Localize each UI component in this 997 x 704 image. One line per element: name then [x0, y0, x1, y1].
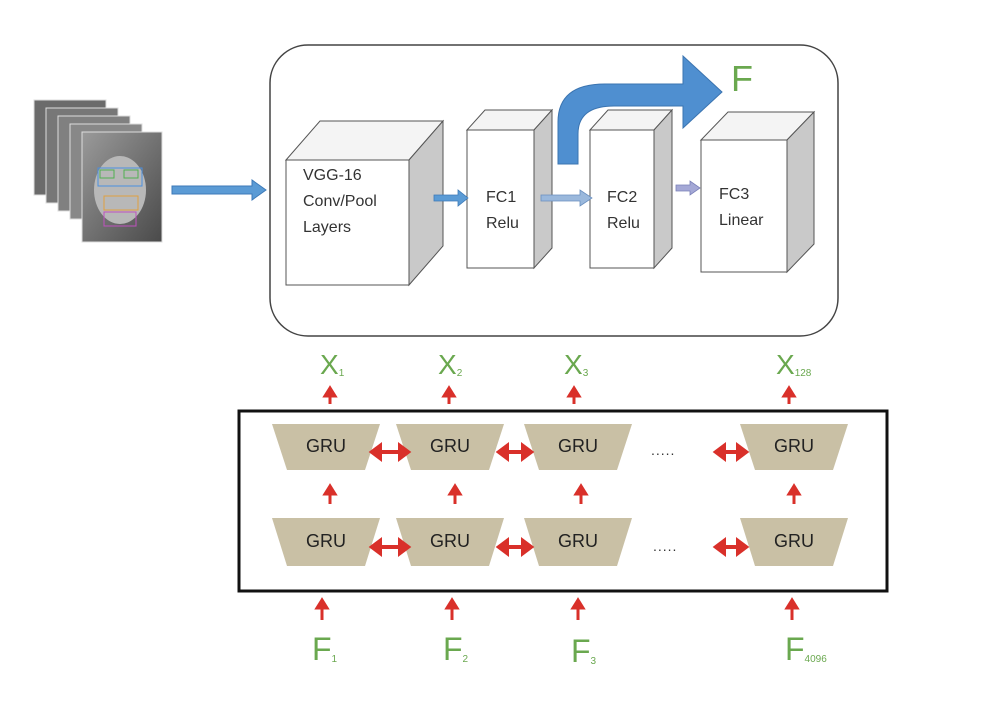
output-x1: X1: [320, 349, 345, 380]
vgg-line-2: Conv/Pool: [303, 193, 377, 210]
output-x2: X2: [438, 349, 463, 380]
gru-ellipsis-top: .....: [651, 442, 676, 458]
fc2-label: FC2 Relu: [607, 185, 640, 237]
gru-cell-1-2: GRU: [430, 436, 470, 456]
gru-row-bottom: [272, 518, 848, 566]
gru-row-top: [272, 424, 848, 470]
vgg-line-1: VGG-16: [303, 167, 362, 184]
fc2-to-fc3-arrow: [675, 180, 701, 196]
vgg-line-3: Layers: [303, 219, 352, 236]
output-x3: X3: [564, 349, 589, 380]
fc1-label: FC1 Relu: [486, 185, 519, 237]
vgg-to-fc1-arrow: [433, 189, 469, 207]
gru-cell-2-4: GRU: [774, 531, 814, 551]
feature-extraction-arrow: [557, 54, 723, 165]
vertical-arrows-input: [314, 597, 800, 620]
output-x128: X128: [776, 349, 812, 380]
feature-output-label: F: [731, 58, 753, 99]
gru-ellipsis-bottom: .....: [653, 538, 678, 554]
input-arrow: [171, 179, 267, 201]
vgg-label: VGG-16 Conv/Pool Layers: [303, 163, 377, 241]
fc3-line-2: Linear: [719, 212, 764, 229]
input-f1: F1: [312, 631, 338, 667]
bidirectional-arrows: [368, 442, 750, 557]
vgg-cube: [284, 119, 445, 287]
fc3-label: FC3 Linear: [719, 182, 763, 234]
vertical-arrows-output: [322, 385, 797, 404]
gru-cell-2-3: GRU: [558, 531, 598, 551]
input-f2: F2: [443, 631, 469, 667]
gru-cell-2-2: GRU: [430, 531, 470, 551]
fc1-to-fc2-arrow: [540, 189, 593, 207]
fc3-cube: [699, 110, 816, 274]
fc1-cube: [465, 108, 554, 270]
gru-cell-1-3: GRU: [558, 436, 598, 456]
input-f3: F3: [571, 633, 597, 669]
vertical-arrows-internal: [322, 483, 802, 504]
gru-cell-2-1: GRU: [306, 531, 346, 551]
face-frames-stack: [33, 99, 163, 243]
fc2-line-1: FC2: [607, 189, 638, 206]
fc1-line-1: FC1: [486, 189, 517, 206]
gru-cell-1-4: GRU: [774, 436, 814, 456]
fc2-line-2: Relu: [607, 215, 640, 232]
input-f4096: F4096: [785, 631, 827, 667]
gru-cell-1-1: GRU: [306, 436, 346, 456]
fc1-line-2: Relu: [486, 215, 519, 232]
fc2-cube: [588, 108, 674, 270]
fc3-line-1: FC3: [719, 186, 750, 203]
